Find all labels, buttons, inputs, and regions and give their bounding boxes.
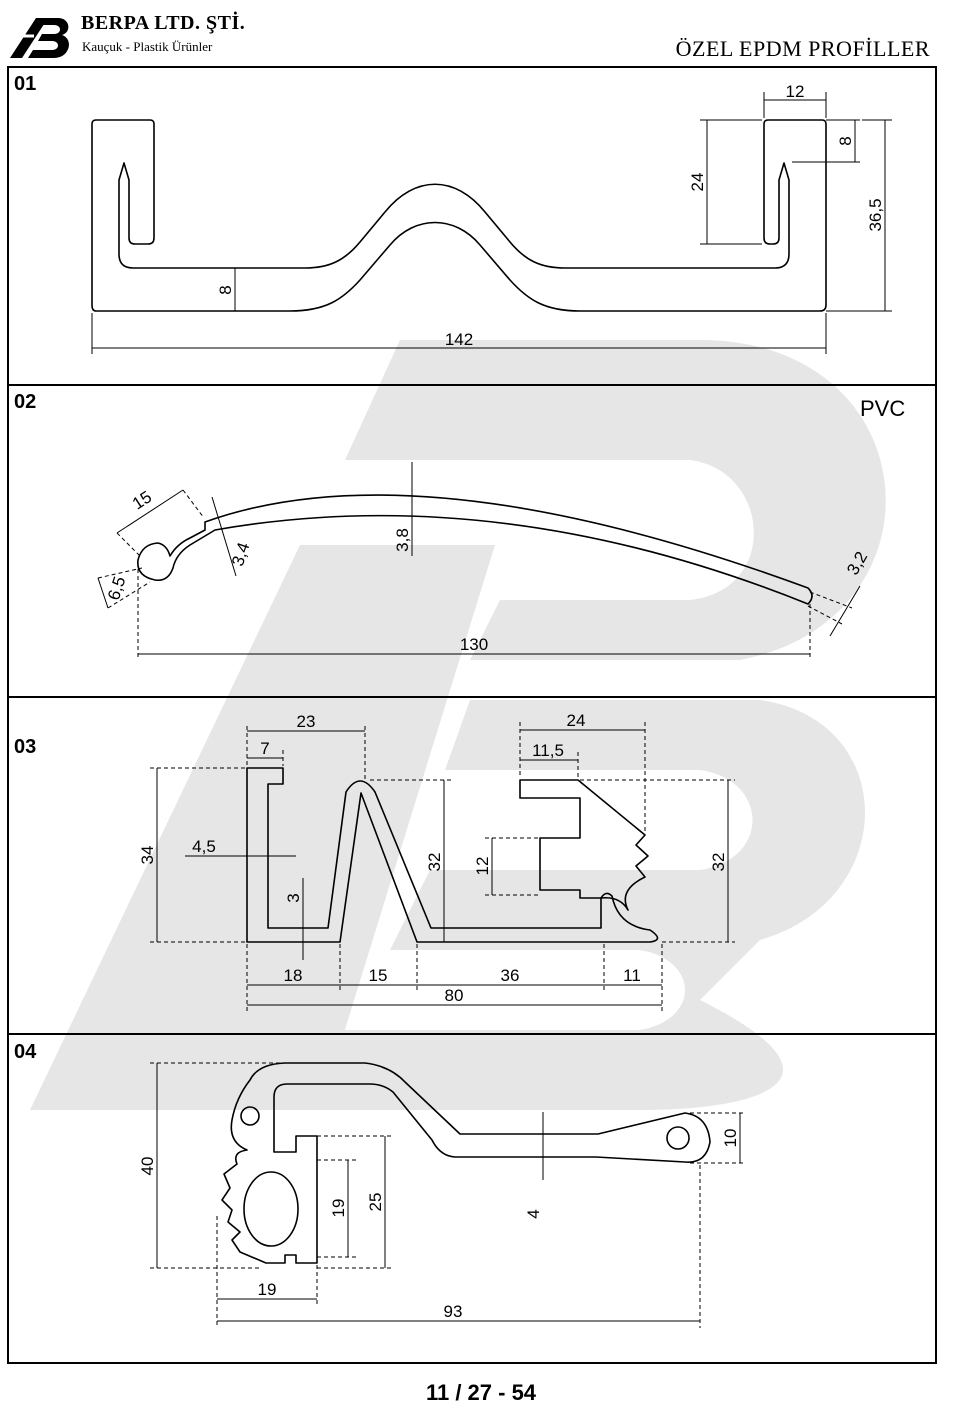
dim-02-lip-15: 15 — [129, 487, 155, 513]
dim-03-width-23: 23 — [297, 712, 316, 731]
dim-04-width-19: 19 — [258, 1280, 277, 1299]
profile-01-drawing: 12 8 24 36,5 8 142 — [91, 82, 892, 354]
profile-04-drawing: 40 19 25 4 10 19 93 — [138, 1062, 746, 1328]
company-name: BERPA LTD. ŞTİ. — [81, 12, 246, 34]
dim-04-thickness-4: 4 — [524, 1209, 543, 1218]
dim-01-lip-8: 8 — [836, 136, 855, 145]
dim-04-cavity-19: 19 — [329, 1199, 348, 1218]
dim-02-thickness-3-4: 3,4 — [228, 540, 253, 568]
dim-03-segment-15: 15 — [369, 966, 388, 985]
dim-03-height-32: 32 — [709, 853, 728, 872]
section-divider — [7, 384, 937, 386]
section-number-01: 01 — [14, 73, 37, 95]
dim-04-height-25: 25 — [366, 1193, 385, 1212]
drawing-frame — [7, 66, 937, 1364]
dim-01-thickness-8: 8 — [216, 285, 235, 294]
page-header: BERPA LTD. ŞTİ. Kauçuk - Plastik Ürünler… — [0, 0, 962, 66]
profile-03-drawing: 23 7 4,5 34 3 32 12 24 11,5 — [138, 711, 735, 1012]
dim-03-gap-4-5: 4,5 — [192, 837, 216, 856]
dim-03-length-80: 80 — [445, 986, 464, 1005]
dim-02-bulb-6-5: 6,5 — [104, 574, 129, 602]
dim-04-height-40: 40 — [138, 1157, 157, 1176]
dim-03-slot-12: 12 — [473, 857, 492, 876]
dim-02-length-130: 130 — [460, 635, 488, 654]
dim-03-segment-36: 36 — [501, 966, 520, 985]
dim-01-height-36-5: 36,5 — [866, 198, 885, 231]
dim-03-height-34: 34 — [138, 846, 157, 865]
dim-01-channel-24: 24 — [688, 173, 707, 192]
dim-03-lip-11-5: 11,5 — [532, 741, 564, 760]
section-divider — [7, 696, 937, 698]
dim-03-segment-18: 18 — [284, 966, 303, 985]
dim-02-thickness-3-8: 3,8 — [393, 528, 412, 552]
page-number: 11 / 27 - 54 — [425, 1380, 537, 1405]
dim-01-length-142: 142 — [445, 330, 473, 349]
berpa-logo-icon — [10, 18, 69, 58]
dim-03-fin-32: 32 — [425, 853, 444, 872]
document-title: ÖZEL EPDM PROFİLLER — [675, 36, 930, 61]
dim-03-lip-7: 7 — [260, 739, 269, 758]
profile-02-drawing: 15 3,4 3,8 6,5 3,2 130 — [97, 462, 871, 660]
dim-03-base-3: 3 — [284, 893, 303, 902]
section-number-04: 04 — [14, 1041, 37, 1063]
dim-02-tip-3-2: 3,2 — [843, 548, 871, 578]
section-number-03: 03 — [14, 736, 37, 758]
dim-03-width-24: 24 — [567, 711, 586, 730]
dim-04-eye-10: 10 — [721, 1129, 740, 1148]
section-number-02: 02 — [14, 391, 37, 413]
dim-04-length-93: 93 — [444, 1302, 463, 1321]
company-tagline: Kauçuk - Plastik Ürünler — [82, 39, 213, 54]
section-divider — [7, 1033, 937, 1035]
dim-01-width-12: 12 — [786, 82, 805, 101]
material-label-pvc: PVC — [860, 396, 906, 421]
dim-03-segment-11: 11 — [623, 966, 641, 985]
